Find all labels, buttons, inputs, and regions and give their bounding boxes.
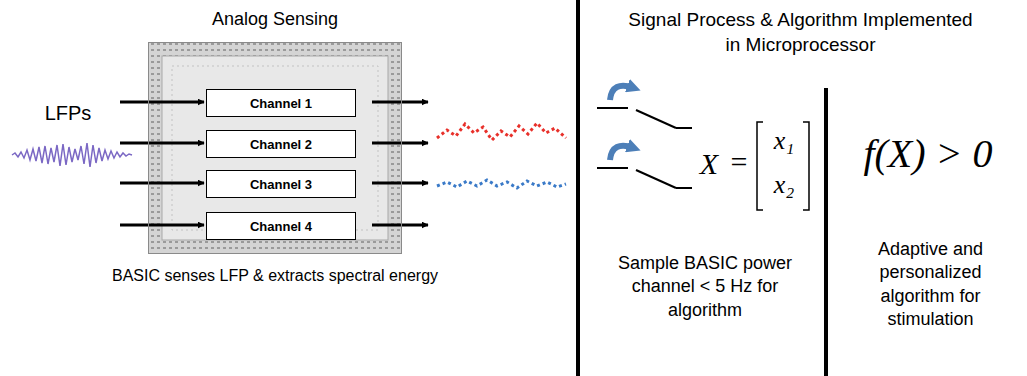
matrix-bracket [757, 122, 763, 210]
channel-box: Channel 3 [206, 170, 356, 198]
matrix-entry: x₁ [764, 124, 804, 158]
input-arrow [120, 224, 204, 227]
matrix-entry: x₂ [764, 168, 804, 202]
switch-lead [597, 167, 628, 169]
switch-arrow [610, 146, 634, 160]
block-heading: Analog Sensing [212, 9, 338, 30]
channel-box: Channel 1 [206, 89, 356, 117]
chip-core [162, 56, 388, 240]
output-arrow [372, 182, 428, 185]
switch-lead [676, 187, 692, 189]
description-note: Sample BASIC power channel < 5 Hz for al… [612, 252, 798, 322]
math-symbol: X [694, 144, 724, 183]
power-signal-red [437, 123, 566, 140]
lfp-waveform [12, 143, 132, 167]
switch-blade [636, 110, 676, 128]
signal-name: LFPs [28, 100, 108, 126]
power-signal-blue [437, 180, 566, 188]
divider-line [824, 88, 828, 376]
chip-texture [148, 42, 402, 254]
switch-arrow [610, 86, 634, 100]
input-arrow [120, 182, 204, 185]
output-arrow [372, 142, 428, 145]
channel-label: Channel 2 [250, 137, 312, 152]
channel-box: Channel 4 [206, 212, 356, 240]
divider-line [576, 0, 580, 376]
math-symbol: = [726, 142, 752, 181]
switch-blade [636, 170, 676, 188]
channel-label: Channel 3 [250, 177, 312, 192]
channel-box: Channel 2 [206, 130, 356, 158]
output-arrow [372, 101, 428, 104]
chip-die [148, 42, 402, 254]
input-arrow [120, 101, 204, 104]
block-caption: BASIC senses LFP & extracts spectral ene… [112, 267, 438, 285]
section-heading: Signal Process & Algorithm Implemented i… [628, 8, 973, 57]
switch-lead [676, 127, 692, 129]
input-arrow [120, 142, 204, 145]
channel-label: Channel 4 [250, 219, 312, 234]
output-arrow [372, 224, 428, 227]
chip-core-line [172, 66, 378, 230]
switch-lead [597, 107, 628, 109]
description-note: Adaptive and personalized algorithm for … [848, 238, 1013, 332]
channel-label: Channel 1 [250, 96, 312, 111]
math-condition: f(X) > 0 [838, 128, 1018, 180]
chip-block: Channel 1Channel 2Channel 3Channel 4Anal… [148, 42, 402, 254]
matrix-bracket [803, 122, 809, 210]
